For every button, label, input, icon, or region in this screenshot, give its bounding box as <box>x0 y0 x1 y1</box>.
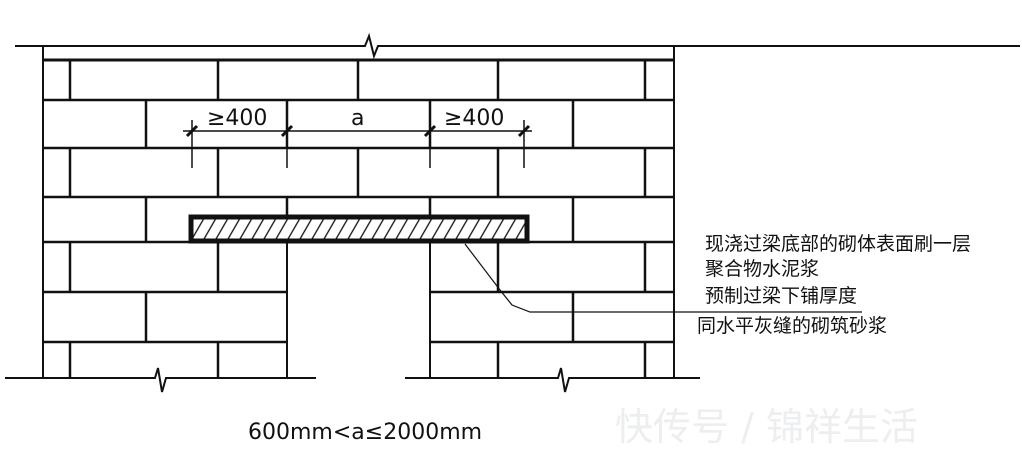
annotation-line-3: 预制过梁下铺厚度 <box>705 285 857 307</box>
wall-outline <box>5 32 1020 393</box>
annotation-line-1: 现浇过梁底部的砌体表面刷一层 <box>705 233 971 255</box>
dimension-left-label: ≥400 <box>207 106 267 131</box>
leader-line <box>464 243 862 313</box>
range-note: 600mm<a≤2000mm <box>248 420 482 445</box>
dimension-opening-label: a <box>351 106 364 131</box>
lintel-beam <box>188 214 530 244</box>
dimension-right-label: ≥400 <box>444 106 504 131</box>
watermark: 快传号 / 锦祥生活 <box>615 405 918 449</box>
annotation-line-4: 同水平灰缝的砌筑砂浆 <box>697 315 887 337</box>
dimension-line <box>183 120 532 168</box>
annotation-line-2: 聚合物水泥浆 <box>705 258 819 280</box>
brick-courses <box>43 60 674 378</box>
